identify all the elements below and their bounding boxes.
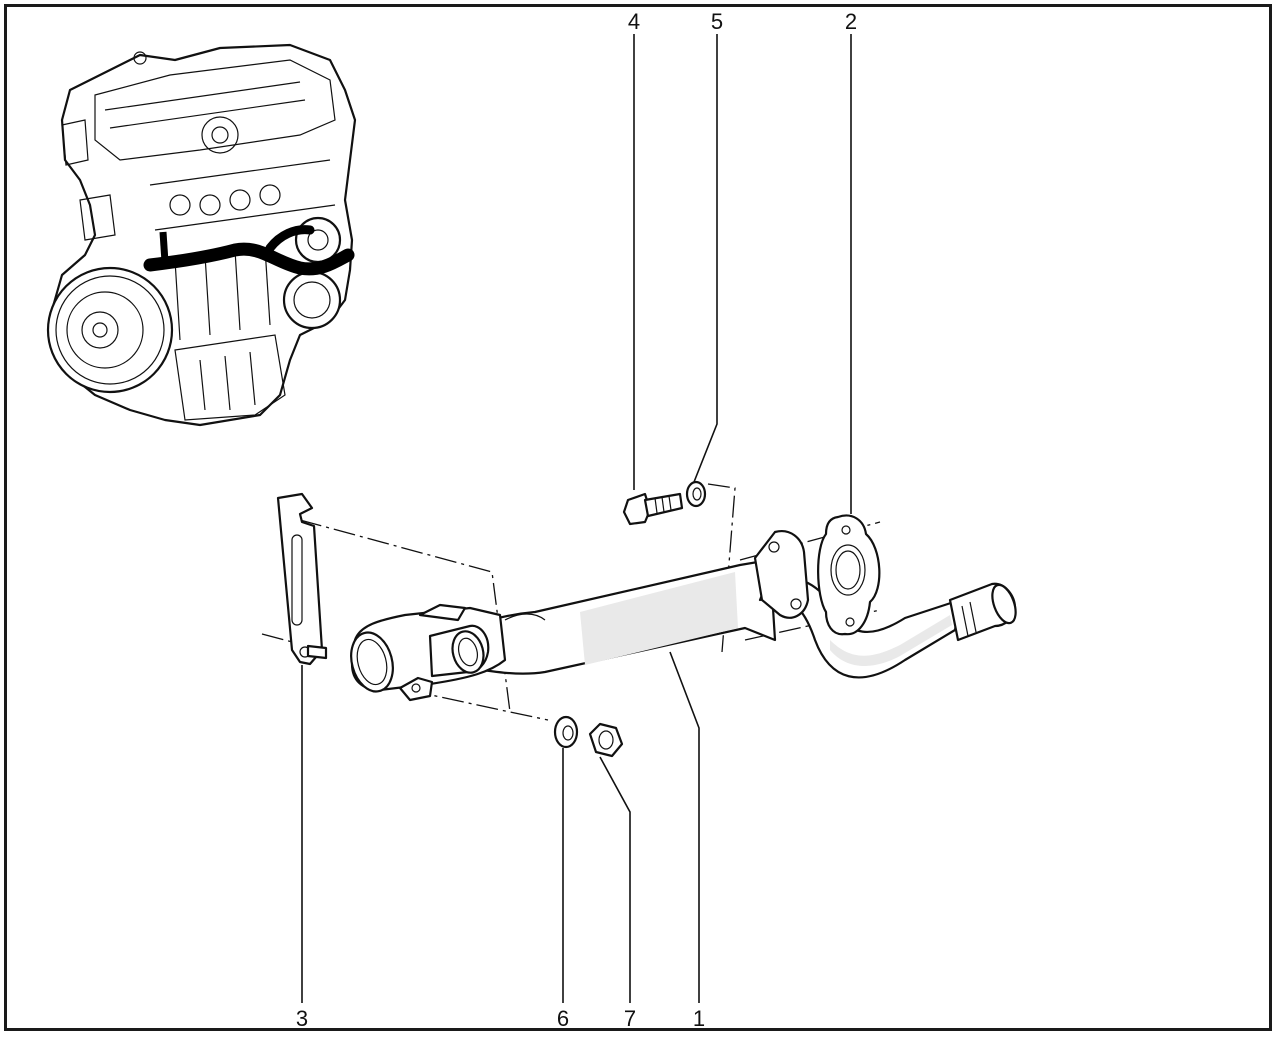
washer-upper [685, 480, 707, 508]
engine-overview-illustration [46, 43, 357, 427]
diagram-frame [4, 4, 1272, 1031]
callout-4: 4 [628, 9, 640, 34]
callout-2: 2 [845, 9, 857, 34]
callout-3: 3 [296, 1006, 308, 1031]
callout-6: 6 [557, 1006, 569, 1031]
washer-lower [553, 715, 579, 749]
callout-7: 7 [624, 1006, 636, 1031]
mounting-bracket [276, 492, 328, 666]
leader-lines [301, 34, 852, 1003]
flange-gasket [817, 514, 881, 636]
bolt [622, 492, 684, 526]
callout-5: 5 [711, 9, 723, 34]
callout-1: 1 [693, 1006, 705, 1031]
coolant-pipe [350, 530, 1017, 702]
nut [588, 722, 624, 758]
